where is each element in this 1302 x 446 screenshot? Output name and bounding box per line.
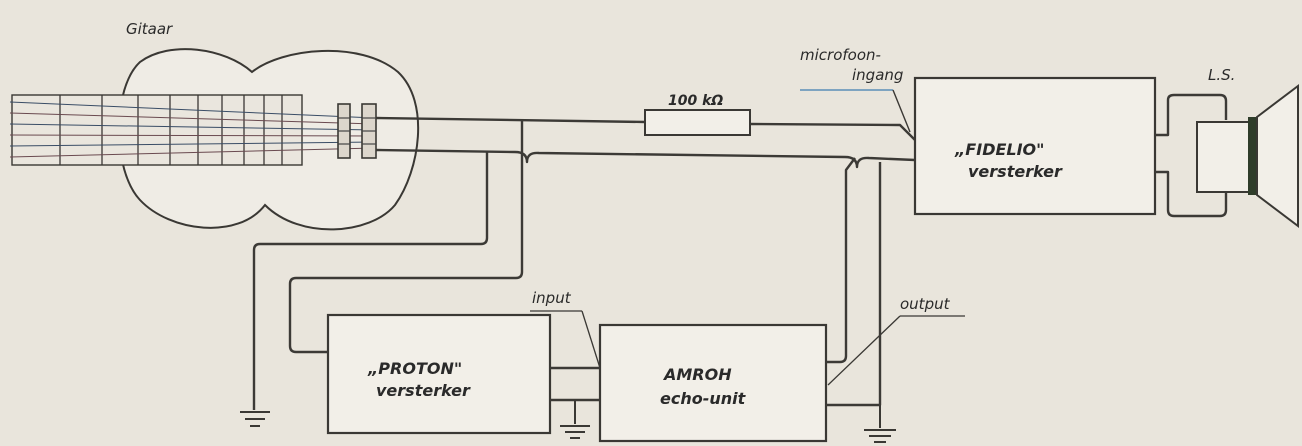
proton-amplifier: „PROTON" versterker bbox=[326, 313, 552, 435]
resistor: 100 kΩ bbox=[644, 93, 751, 136]
mic-input-label-1: microfoon- bbox=[800, 46, 881, 64]
fidelio-title: „FIDELIO" bbox=[954, 140, 1044, 159]
speaker-wire-top bbox=[1155, 93, 1228, 137]
speaker: L.S. bbox=[1155, 66, 1299, 229]
output-pointer-arrow bbox=[827, 315, 901, 386]
output-label: output bbox=[900, 295, 951, 313]
speaker-magnet bbox=[1196, 121, 1250, 193]
input-pointer-arrow bbox=[581, 310, 601, 369]
speaker-cone bbox=[1256, 83, 1299, 229]
wire-upper bbox=[375, 116, 646, 124]
amroh-echo-unit: AMROH echo-unit input output bbox=[530, 289, 965, 443]
wire-amroh-to-fidelio-1 bbox=[826, 157, 856, 364]
input-label: input bbox=[532, 289, 572, 307]
amroh-subtitle: echo-unit bbox=[660, 389, 747, 408]
speaker-label: L.S. bbox=[1208, 66, 1235, 84]
guitar-label: Gitaar bbox=[126, 20, 173, 38]
speaker-coil bbox=[1248, 117, 1257, 195]
resistor-body bbox=[644, 109, 751, 136]
wire-lower bbox=[375, 148, 916, 169]
wire-upper-to-proton bbox=[288, 120, 524, 354]
guitar-strings bbox=[9, 101, 376, 158]
guitar-frets bbox=[59, 95, 283, 165]
fidelio-box bbox=[913, 76, 1157, 216]
resistor-label: 100 kΩ bbox=[668, 93, 723, 109]
speaker-wire-bottom bbox=[1155, 170, 1228, 218]
ground-symbols bbox=[240, 400, 896, 443]
guitar-pickup bbox=[337, 103, 377, 159]
wire-amroh-to-fidelio-2 bbox=[826, 162, 882, 407]
proton-box bbox=[326, 313, 552, 435]
proton-title: „PROTON" bbox=[367, 359, 462, 378]
guitar: Gitaar bbox=[9, 20, 420, 231]
proton-subtitle: versterker bbox=[376, 381, 471, 400]
fidelio-subtitle: versterker bbox=[968, 162, 1063, 181]
main-wires bbox=[375, 116, 916, 169]
amroh-box bbox=[598, 323, 828, 443]
fidelio-amplifier: „FIDELIO" versterker microfoon- ingang bbox=[800, 46, 1157, 216]
guitar-neck bbox=[11, 94, 303, 166]
wire-upper-right bbox=[749, 122, 916, 141]
wire-guitar-to-proton bbox=[252, 152, 489, 410]
ground-icon bbox=[240, 411, 270, 427]
mic-input-label-2: ingang bbox=[852, 66, 903, 84]
ground-icon bbox=[864, 405, 896, 443]
mic-input-pointer-arrow bbox=[892, 89, 911, 133]
ground-icon bbox=[560, 400, 590, 439]
amroh-title: AMROH bbox=[662, 365, 732, 384]
